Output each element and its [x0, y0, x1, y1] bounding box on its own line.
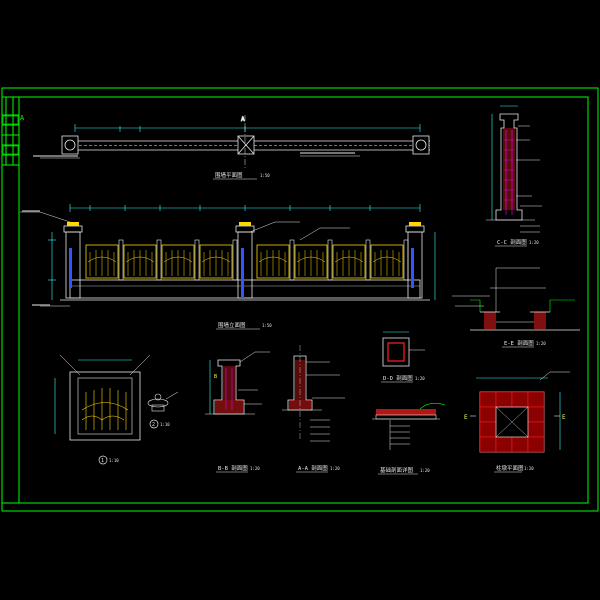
- section-mark-a: A: [241, 116, 245, 123]
- section-cc: [486, 105, 542, 233]
- detail-1-scale: 1:10: [109, 458, 119, 463]
- section-aa: [282, 345, 345, 442]
- pillar-plan: E E: [464, 371, 570, 453]
- foundation-title: 基础剖面详图: [380, 466, 414, 474]
- elevation-title: 围墙立面图: [218, 321, 246, 329]
- section-cc-scale: 1:20: [529, 240, 539, 245]
- elevation-scale: 1:50: [262, 323, 272, 328]
- pillar-plan-scale: 1:20: [524, 466, 534, 471]
- foundation-scale: 1:20: [420, 468, 430, 473]
- wall-plan-view: A: [33, 115, 430, 170]
- section-aa-title: A-A 剖面图: [298, 464, 328, 472]
- detail-1-number: 1: [101, 458, 104, 464]
- section-mark-e-left: E: [464, 414, 468, 421]
- section-mark-e-right: E: [562, 414, 566, 421]
- plan-title: 围墙平面图: [215, 171, 243, 179]
- detail-1-railing: 1 1:10: [54, 354, 151, 465]
- section-dd-title: D-D 剖面图: [383, 374, 413, 382]
- section-ee-scale: 1:20: [536, 341, 546, 346]
- section-bb: B: [205, 351, 270, 415]
- title-block-strip: A: [2, 97, 25, 166]
- title-block-marker: A: [20, 114, 25, 122]
- section-ee: [452, 267, 580, 331]
- plan-scale: 1:50: [260, 173, 270, 178]
- section-mark-b: B: [214, 374, 217, 380]
- section-bb-title: B-B 剖面图: [218, 464, 248, 472]
- railing-panels: [85, 244, 404, 279]
- wall-elevation-view: [20, 204, 436, 307]
- detail-2-scale: 1:10: [160, 422, 170, 427]
- detail-2-finial: 2 1:10: [147, 391, 179, 429]
- detail-2-number: 2: [152, 422, 155, 428]
- pillar-plan-title: 柱墩平面图: [496, 464, 524, 472]
- section-bb-scale: 1:20: [250, 466, 260, 471]
- section-cc-title: C-C 剖面图: [497, 238, 527, 246]
- section-dd-scale: 1:20: [415, 376, 425, 381]
- sheet-frame: A: [1, 87, 599, 512]
- foundation-detail: [372, 402, 446, 450]
- section-ee-title: E-E 剖面图: [504, 339, 534, 347]
- section-aa-scale: 1:20: [330, 466, 340, 471]
- section-dd: [382, 331, 425, 367]
